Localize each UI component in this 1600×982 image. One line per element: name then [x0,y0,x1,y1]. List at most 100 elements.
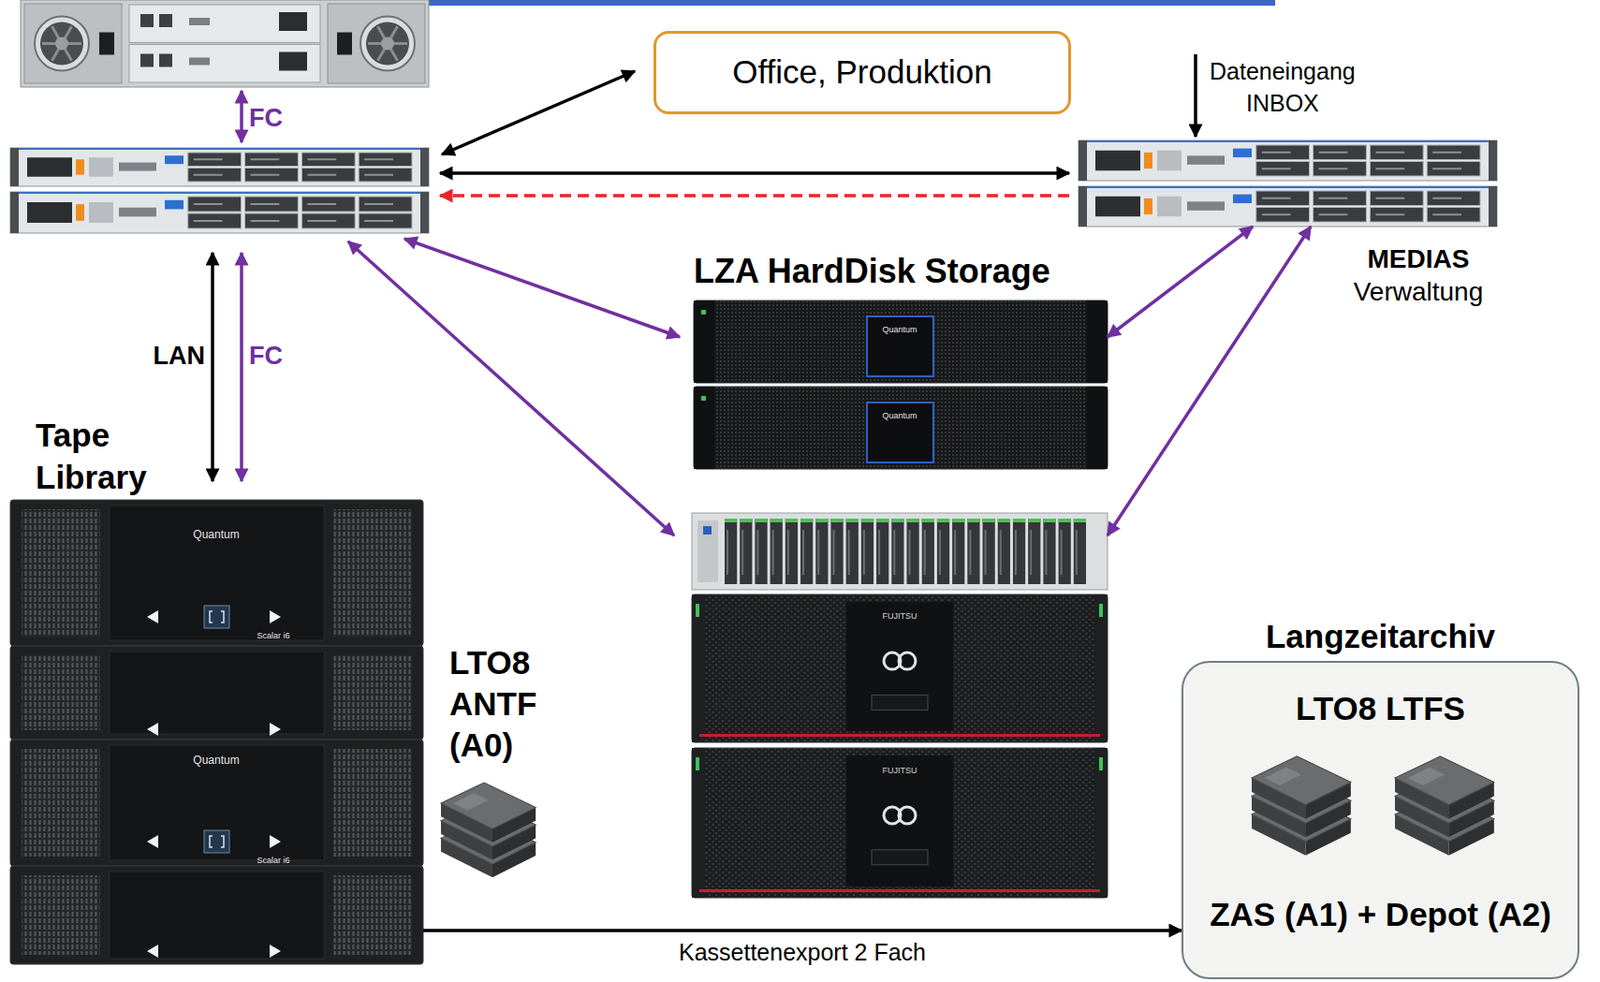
shape-part [1488,140,1498,181]
link-arrow [348,241,675,536]
shape-part [193,203,223,206]
shape-part [364,158,394,161]
shape-part [1086,386,1108,470]
shape-part [898,652,916,670]
shape-part [754,518,767,585]
shape-part [1027,518,1041,523]
shape-part [10,147,429,187]
shape-part [922,518,935,523]
library-module [10,739,424,867]
shape-part [40,22,84,66]
shape-part [907,518,920,523]
shape-part [204,830,230,853]
shape-part [815,518,828,523]
shape-part [269,722,281,736]
shape-part [1058,518,1072,585]
shape-part [1094,748,1108,898]
rack-server [1078,186,1498,227]
shape-part [871,850,928,866]
shape-part [278,52,308,72]
shape-part [269,944,281,958]
shape-part [140,14,154,28]
shape-part [250,203,280,206]
shape-part [817,529,820,575]
shape-part [967,518,980,585]
lza-storage: LZA HardDisk Storage [691,300,1108,898]
annotation-label: Quantum [192,528,239,543]
shape-part [984,529,987,575]
shape-part [703,526,712,535]
shape-part [1095,150,1141,172]
shape-part [1029,529,1032,575]
shape-part [1027,518,1041,585]
annotation-label: Dateneingang INBOX [1209,55,1356,119]
annotation-label: LTO8 ANTF (A0) [449,642,537,766]
shape-part [701,396,706,401]
tape-cartridges [440,782,536,878]
shape-part [420,191,429,234]
shape-part [21,655,101,731]
shape-part [1319,197,1349,200]
library-module [10,866,424,965]
shape-part [1251,756,1351,806]
shape-part [301,196,355,212]
shape-part [129,44,321,84]
shape-part [55,37,69,51]
shape-part [846,518,859,523]
annotation-label: Scalar i6 [256,631,290,641]
shape-part [770,518,783,523]
shape-part [699,733,1101,737]
shape-part [209,611,224,623]
shape-part [1264,767,1302,787]
shape-part [891,518,904,585]
shape-part [1256,145,1310,161]
node-label: Langzeitarchiv [1265,617,1496,656]
shape-part [952,518,965,585]
shape-part [691,594,705,743]
shape-part [159,14,173,28]
annotation-label: Quantum [881,324,917,335]
shape-part [301,213,355,229]
shape-part [1369,161,1424,177]
annotation-label: LAN [153,341,206,371]
shape-part [701,309,706,315]
shape-part [691,748,1108,898]
shape-part [724,518,737,585]
text-slot: Quantum [881,319,917,337]
shape-part [1099,757,1103,771]
shape-part [1313,190,1367,206]
shape-part [1375,213,1405,216]
shape-part [333,655,412,731]
shape-part [1313,145,1367,161]
shape-part [772,529,775,575]
medias-server: MEDIASVerwaltung [1078,140,1498,227]
shape-part [1432,197,1462,200]
storage-shelf [20,0,429,88]
shape-part [10,739,424,867]
shape-part [1432,151,1462,154]
shape-part [693,300,715,383]
text-slot: Office, Produktion [656,33,1069,112]
shape-part [1262,197,1292,200]
shape-part [159,54,173,68]
shape-part [893,529,896,575]
shape-part [739,518,752,523]
shape-part [381,37,395,51]
shape-part [327,3,426,84]
shape-part [364,220,394,222]
shape-part [209,836,224,848]
shape-part [204,605,230,629]
shape-part [453,792,488,811]
shape-part [146,610,159,624]
shape-part [24,3,122,84]
shape-part [358,213,412,229]
shape-part [109,871,324,959]
shape-part [360,16,415,72]
shape-part [1426,161,1481,177]
disk-enclosure [693,386,1108,470]
shape-part [10,147,429,150]
shape-part [245,196,299,212]
shape-part [1078,186,1498,227]
shape-part [1394,756,1495,806]
shape-part [754,518,767,523]
